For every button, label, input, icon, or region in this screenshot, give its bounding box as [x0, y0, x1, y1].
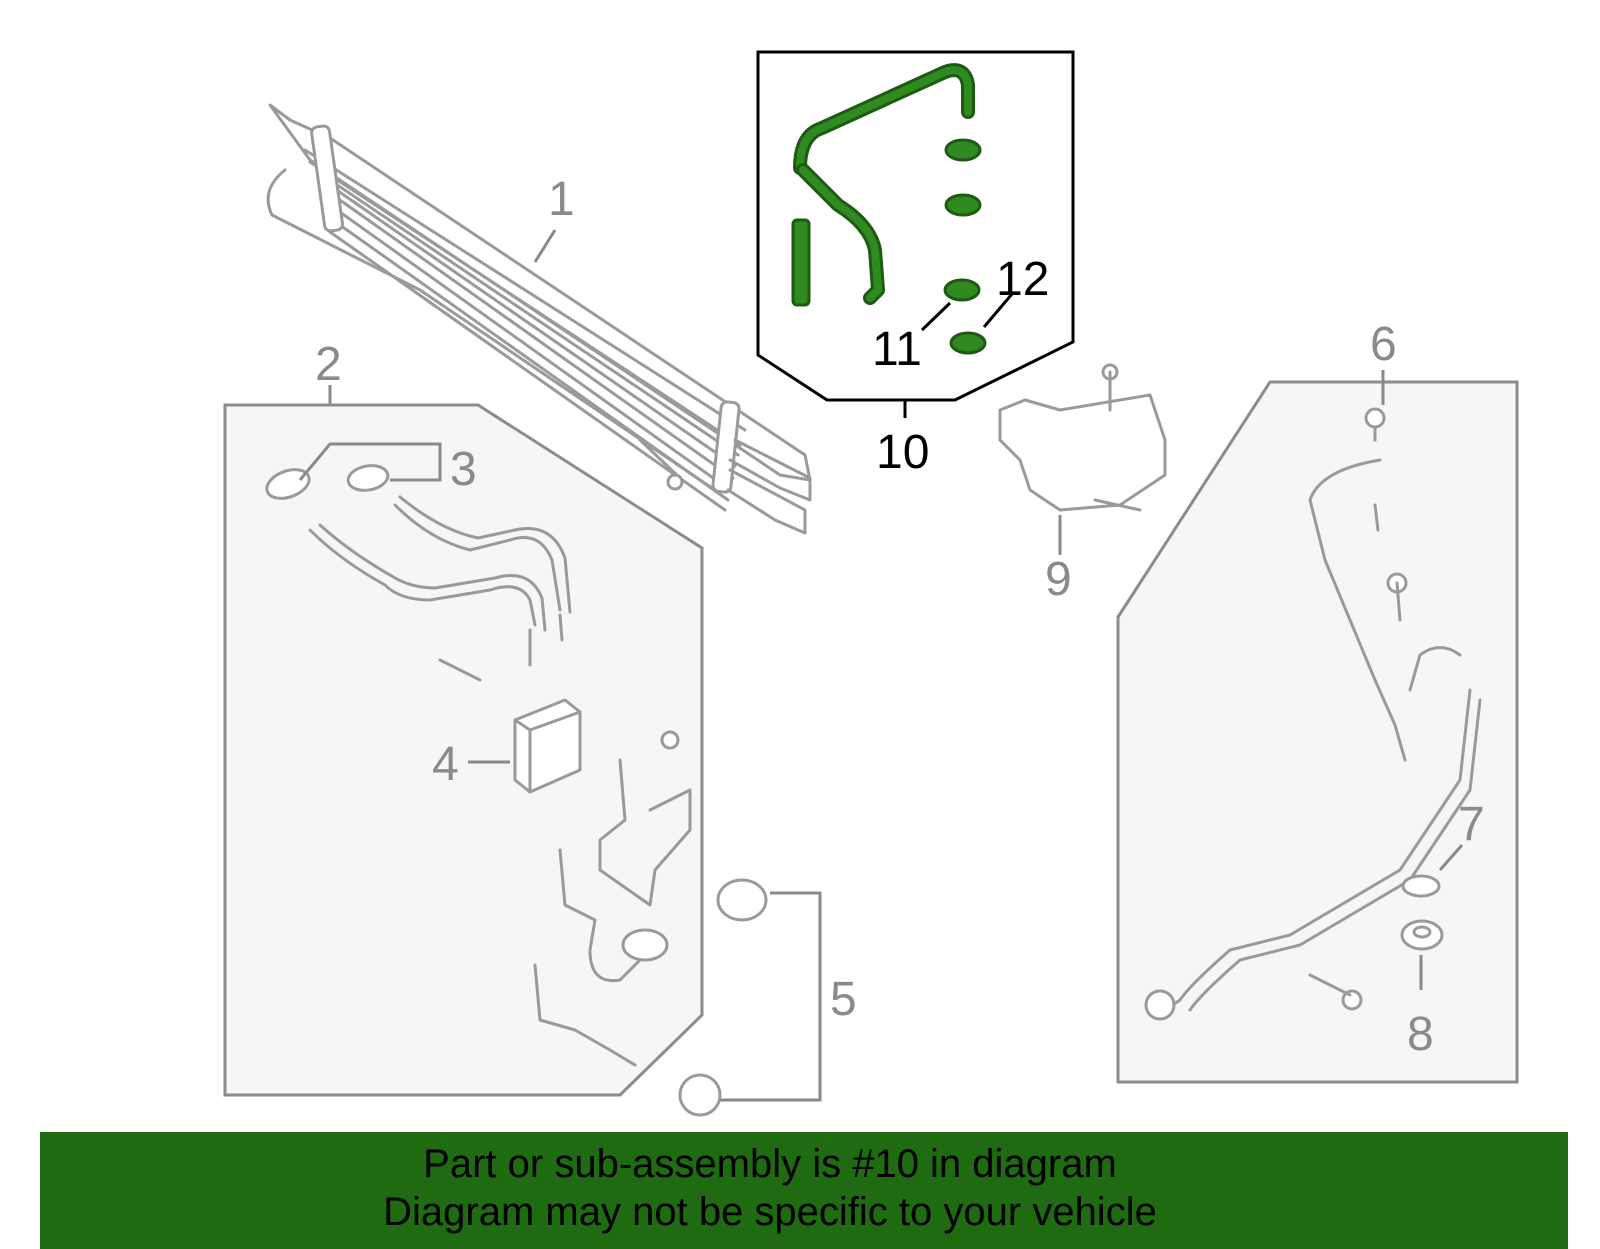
callout-7: 7: [1458, 798, 1485, 851]
highlighted-tube-assembly: [791, 63, 987, 355]
mount-block: [513, 698, 582, 794]
callout-10: 10: [876, 426, 929, 479]
cooler-hoses: [308, 495, 572, 682]
panel-part-6: [1116, 380, 1519, 1084]
bracket-and-tubes: [533, 730, 692, 1067]
callout-11: 11: [872, 323, 922, 376]
cooler-radiator: [266, 103, 812, 535]
leader-lines: [298, 229, 1464, 1102]
callout-3: 3: [450, 443, 477, 496]
callout-1: 1: [548, 173, 575, 226]
grommets: [678, 878, 768, 1117]
callout-5: 5: [830, 973, 857, 1026]
washers: [1400, 874, 1444, 951]
callout-12: 12: [996, 253, 1049, 306]
panel-part-2: [223, 403, 704, 1097]
banner-line-part-number: Part or sub-assembly is #10 in diagram: [423, 1142, 1117, 1186]
notice-banner: Part or sub-assembly is #10 in diagram D…: [40, 1132, 1568, 1249]
hose-clamps: [265, 464, 390, 500]
banner-line-disclaimer: Diagram may not be specific to your vehi…: [383, 1190, 1157, 1234]
cooler-body: [998, 363, 1167, 512]
return-line: [1144, 407, 1482, 1021]
callout-2: 2: [315, 338, 342, 391]
callout-8: 8: [1407, 1008, 1434, 1061]
callout-9: 9: [1045, 553, 1072, 606]
callout-6: 6: [1370, 318, 1397, 371]
callout-4: 4: [432, 738, 459, 791]
